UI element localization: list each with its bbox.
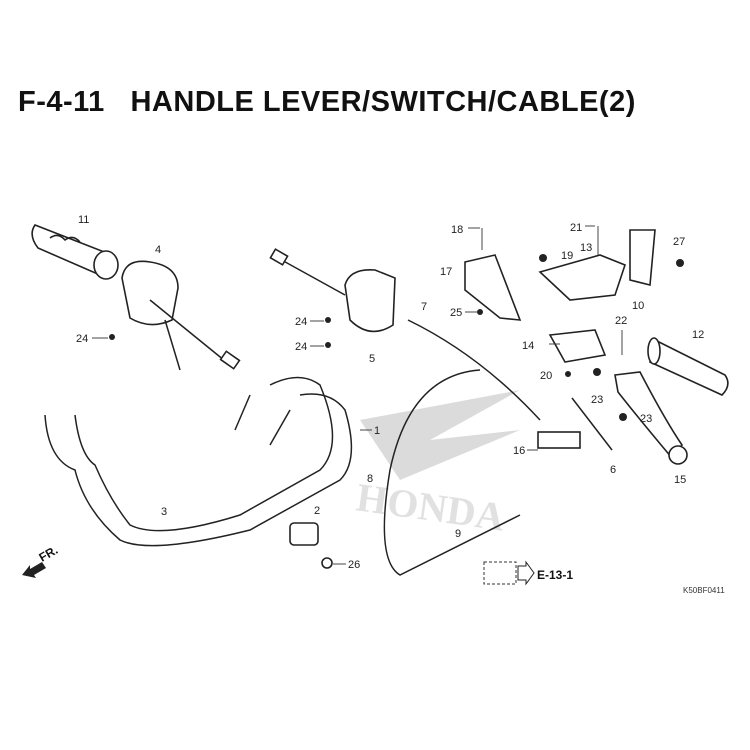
choke-cable[interactable] bbox=[407, 319, 541, 421]
diagram-title: F-4-11 HANDLE LEVER/SWITCH/CABLE(2) bbox=[18, 86, 636, 118]
callout-24a: 24 bbox=[76, 333, 88, 345]
callouts: 1 2 3 4 5 6 7 8 9 10 11 12 13 14 15 16 1… bbox=[76, 214, 704, 571]
callout-18: 18 bbox=[451, 224, 463, 236]
callout-21: 21 bbox=[570, 222, 582, 234]
callout-3: 3 bbox=[161, 506, 167, 518]
callout-11: 11 bbox=[78, 214, 89, 226]
reference-label: E-13-1 bbox=[537, 568, 573, 582]
callout-25: 25 bbox=[450, 307, 462, 319]
bolts bbox=[109, 226, 684, 421]
right-switch-housing[interactable] bbox=[269, 248, 396, 333]
callout-10: 10 bbox=[632, 300, 644, 312]
callout-24c: 24 bbox=[295, 341, 307, 353]
lever-holder[interactable] bbox=[538, 254, 626, 301]
callout-12: 12 bbox=[692, 329, 704, 341]
callout-20: 20 bbox=[540, 370, 552, 382]
callout-4: 4 bbox=[155, 244, 161, 256]
callout-15: 15 bbox=[674, 474, 686, 486]
callout-27: 27 bbox=[673, 236, 685, 248]
left-switch-housing[interactable] bbox=[121, 260, 241, 371]
switch-assy-10[interactable] bbox=[629, 229, 656, 287]
callout-2: 2 bbox=[314, 505, 320, 517]
cable-clamp[interactable] bbox=[289, 522, 333, 569]
callout-5: 5 bbox=[369, 353, 375, 365]
honda-watermark: HONDA bbox=[354, 390, 520, 540]
callout-17: 17 bbox=[440, 266, 452, 278]
callout-19: 19 bbox=[561, 250, 573, 262]
clutch-cable[interactable] bbox=[383, 369, 521, 576]
callout-23b: 23 bbox=[640, 413, 652, 425]
diagram-code: K50BF0411 bbox=[683, 586, 725, 595]
callout-24b: 24 bbox=[295, 316, 307, 328]
right-grip[interactable] bbox=[647, 337, 729, 396]
leader-lines bbox=[92, 225, 595, 565]
callout-23a: 23 bbox=[591, 394, 603, 406]
throttle-cables[interactable] bbox=[44, 376, 353, 547]
callout-7: 7 bbox=[421, 301, 427, 313]
callout-22: 22 bbox=[615, 315, 627, 327]
svg-text:HONDA: HONDA bbox=[354, 474, 508, 539]
callout-1: 1 bbox=[374, 425, 380, 437]
bracket[interactable] bbox=[464, 254, 522, 321]
callout-13: 13 bbox=[580, 242, 592, 254]
switch-wire[interactable] bbox=[571, 397, 613, 451]
svg-text:FR.: FR. bbox=[37, 543, 61, 565]
callout-26: 26 bbox=[348, 559, 360, 571]
callout-14: 14 bbox=[522, 340, 534, 352]
front-direction-indicator: FR. bbox=[22, 543, 60, 578]
callout-16: 16 bbox=[513, 445, 525, 457]
clutch-switch[interactable] bbox=[537, 431, 581, 449]
left-grip[interactable] bbox=[31, 224, 119, 280]
reference-e-13-1[interactable]: E-13-1 bbox=[483, 560, 573, 586]
plate[interactable] bbox=[548, 329, 607, 363]
callout-9: 9 bbox=[455, 528, 461, 540]
callout-6: 6 bbox=[610, 464, 616, 476]
callout-8: 8 bbox=[367, 473, 373, 485]
